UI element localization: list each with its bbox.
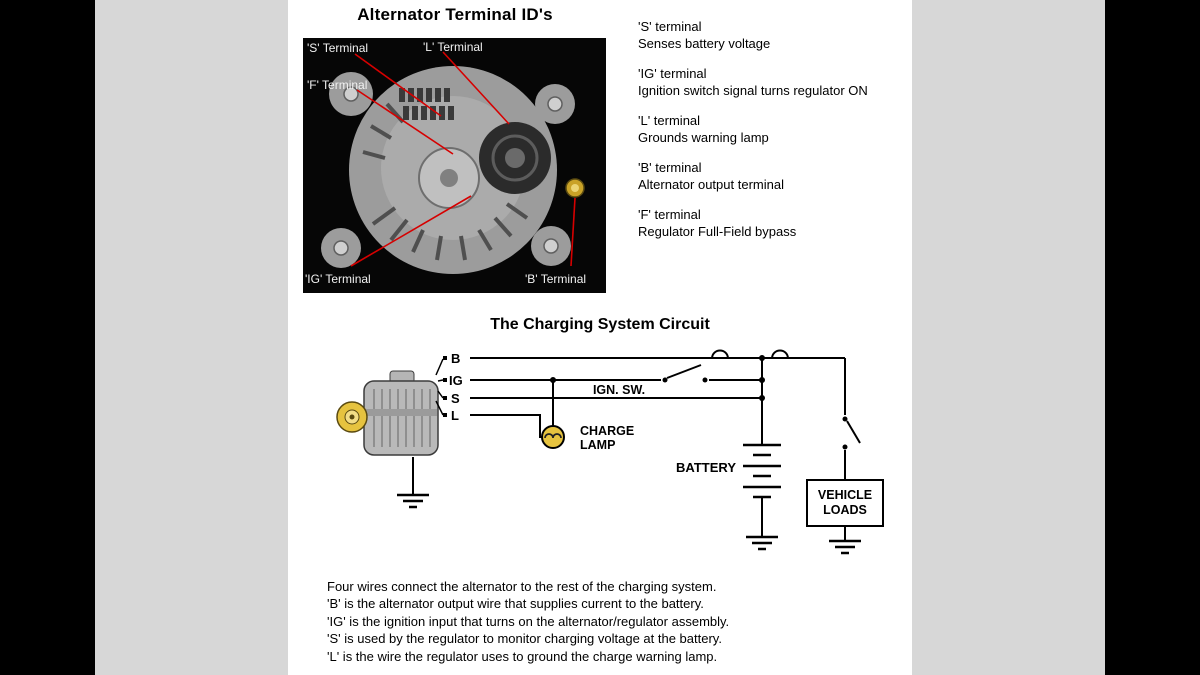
fusible-link-2 (771, 349, 789, 359)
terminal-desc: Ignition switch signal turns regulator O… (638, 83, 868, 98)
explanation-line: 'L' is the wire the regulator uses to gr… (327, 648, 718, 664)
vehicle-loads-label-line1: VEHICLE (818, 488, 872, 502)
terminal-description-b: 'B' terminal Alternator output terminal (638, 159, 878, 193)
alternator-body (321, 66, 585, 274)
wire-l (470, 414, 542, 438)
circuit-diagram: B IG S L (320, 345, 890, 575)
terminal-desc: Grounds warning lamp (638, 130, 769, 145)
fusible-link-1 (711, 349, 729, 359)
explanation-line: 'IG' is the ignition input that turns on… (327, 613, 730, 629)
terminal-descriptions: 'S' terminal Senses battery voltage 'IG'… (638, 18, 878, 253)
circuit-title: The Charging System Circuit (490, 316, 710, 333)
charge-lamp-label-line2: LAMP (580, 438, 615, 452)
annotation-lines (350, 51, 576, 267)
terminal-bullets (443, 356, 447, 417)
alternator-photo-graphic (303, 38, 606, 293)
wire-label-l: L (451, 408, 459, 423)
charge-lamp-label-line1: CHARGE (580, 424, 634, 438)
explanation-line: 'B' is the alternator output wire that s… (327, 596, 704, 612)
terminal-description-ig: 'IG' terminal Ignition switch signal tur… (638, 65, 878, 99)
mounting-bolts (333, 86, 563, 256)
terminal-desc: Senses battery voltage (638, 36, 771, 51)
regulator-area (479, 122, 551, 194)
loads-switch-blade (846, 420, 861, 444)
page-title: Alternator Terminal ID's (357, 5, 553, 24)
ground-symbol-alternator (397, 493, 429, 509)
charge-lamp-symbol (541, 425, 565, 449)
ignition-switch-blade (666, 364, 702, 379)
junction-dots (550, 355, 848, 450)
wire-label-s: S (451, 391, 460, 406)
explanation-text: Four wires connect the alternator to the… (327, 578, 902, 665)
slide: Alternator Terminal ID's (288, 0, 912, 675)
photo-label-b-terminal: 'B' Terminal (525, 272, 587, 286)
explanation-line: 'S' is used by the regulator to monitor … (327, 631, 722, 647)
terminal-name: 'L' terminal (638, 113, 701, 128)
photo-label-ig-terminal: 'IG' Terminal (305, 272, 371, 286)
photo-label-f-terminal: 'F' Terminal (307, 78, 368, 92)
terminal-name: 'F' terminal (638, 207, 701, 222)
vehicle-loads-label-line2: LOADS (823, 503, 867, 517)
wire-label-b: B (451, 351, 460, 366)
terminal-name: 'S' terminal (638, 19, 702, 34)
b-stud (565, 178, 585, 198)
battery-symbol (743, 443, 781, 499)
photo-label-l-terminal: 'L' Terminal (423, 40, 483, 54)
wires (412, 349, 861, 541)
alternator-illustration (336, 370, 439, 456)
battery-label: BATTERY (676, 460, 736, 475)
alternator-photo: 'S' Terminal 'L' Terminal 'F' Terminal '… (303, 38, 606, 293)
terminal-name: 'IG' terminal (638, 66, 707, 81)
vent-fins (362, 102, 529, 261)
terminal-desc: Regulator Full-Field bypass (638, 224, 797, 239)
ground-symbol-loads (829, 539, 861, 555)
ground-symbol-battery (746, 535, 778, 551)
terminal-description-f: 'F' terminal Regulator Full-Field bypass (638, 206, 878, 240)
terminal-description-l: 'L' terminal Grounds warning lamp (638, 112, 878, 146)
terminal-name: 'B' terminal (638, 160, 702, 175)
terminal-stubs (435, 358, 444, 416)
ignition-switch-label: IGN. SW. (593, 383, 645, 397)
photo-label-s-terminal: 'S' Terminal (307, 41, 369, 55)
terminal-desc: Alternator output terminal (638, 177, 784, 192)
wire-label-ig: IG (449, 373, 463, 388)
terminal-description-s: 'S' terminal Senses battery voltage (638, 18, 878, 52)
circuit-graphic: B IG S L (336, 349, 884, 555)
explanation-line: Four wires connect the alternator to the… (327, 579, 717, 594)
vehicle-loads-box (806, 479, 884, 527)
